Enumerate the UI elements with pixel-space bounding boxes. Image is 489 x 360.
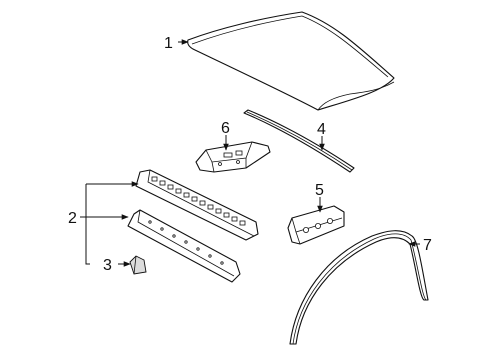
leader-2-bracket xyxy=(85,184,90,265)
callout-4: 4 xyxy=(317,121,326,138)
roof-panel-part xyxy=(187,11,395,111)
drip-molding-part xyxy=(243,109,355,173)
callout-7: 7 xyxy=(423,237,432,254)
callout-3: 3 xyxy=(103,257,112,274)
roof-bracket-part xyxy=(195,141,271,173)
rear-bracket-part xyxy=(287,205,345,245)
callout-5: 5 xyxy=(315,182,324,199)
header-rail-holes xyxy=(151,176,246,226)
clip-part xyxy=(129,255,147,275)
front-inner-rail-part xyxy=(127,209,241,283)
callout-labels: 1 2 3 4 5 6 7 xyxy=(68,35,432,274)
callout-leaders xyxy=(80,39,420,267)
weatherstrip-part xyxy=(289,230,429,345)
inner-rail-dots xyxy=(148,220,224,265)
callout-2: 2 xyxy=(68,210,77,227)
callout-1: 1 xyxy=(164,35,173,52)
callout-6: 6 xyxy=(221,120,230,137)
front-header-rail-part xyxy=(135,169,259,241)
